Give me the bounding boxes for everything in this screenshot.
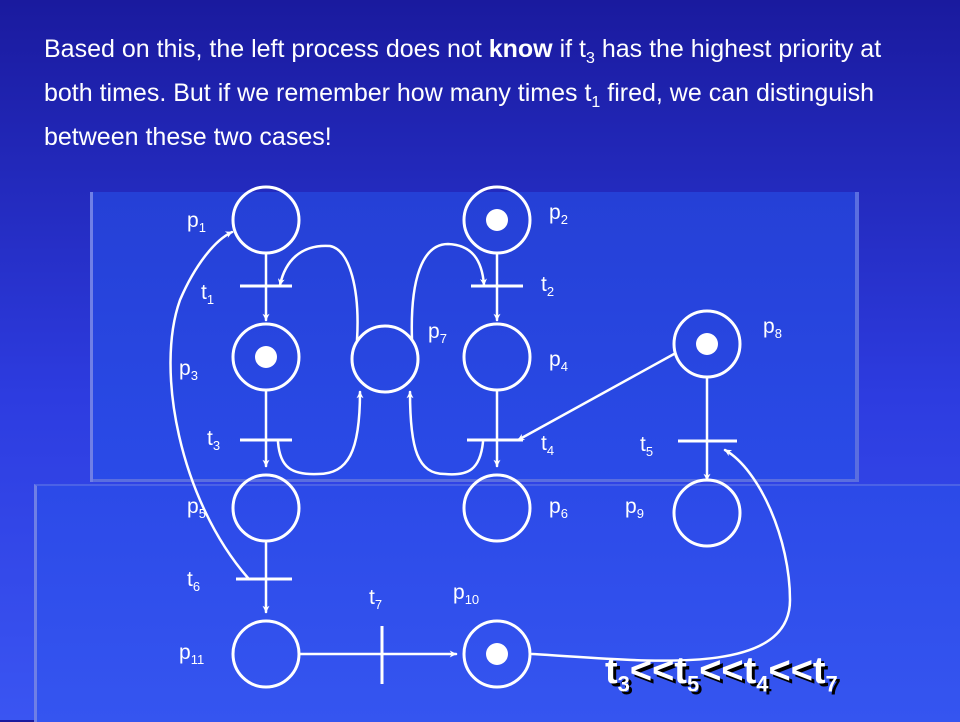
slide-text-part4: fired, we can distinguish between these … [44, 79, 875, 151]
priority-t: t [743, 650, 757, 692]
slide-text-bold: know [488, 35, 553, 63]
priority-op: << [629, 650, 675, 692]
place-p4 [462, 322, 532, 392]
label-p5: p5 [187, 495, 206, 521]
place-p1 [231, 185, 301, 255]
label-p6: p6 [549, 495, 568, 521]
token-p8 [696, 333, 718, 355]
label-t1: t1 [201, 281, 214, 307]
priority-t: t [812, 650, 826, 692]
slide-text: Based on this, the left process does not… [44, 32, 924, 154]
slide-text-sub-1: 1 [591, 94, 601, 111]
priority-sub: 5 [686, 671, 700, 697]
label-p10: p10 [453, 581, 479, 607]
label-p9: p9 [625, 495, 644, 521]
priority-ordering: t3<<t5<<t4<<t7 [605, 650, 838, 698]
label-p1: p1 [187, 209, 206, 235]
label-p7: p7 [428, 320, 447, 346]
priority-t: t [605, 650, 618, 692]
arc-t3-p7 [276, 390, 364, 476]
label-t5: t5 [640, 433, 653, 459]
priority-op: << [699, 650, 744, 692]
arc-p7-t2 [410, 242, 487, 342]
slide-text-part1: Based on this, the left process does not [44, 35, 489, 63]
arc-p10-t5 [530, 448, 792, 662]
label-t7: t7 [369, 586, 382, 612]
priority-op: << [768, 650, 813, 692]
label-t3: t3 [207, 427, 220, 453]
priority-sub: 7 [825, 671, 838, 697]
slide-text-sub-3: 3 [585, 50, 595, 67]
place-p10 [462, 619, 532, 689]
place-p5 [231, 473, 301, 543]
place-p11 [231, 619, 301, 689]
token-p10 [486, 643, 508, 665]
label-p2: p2 [549, 201, 568, 227]
label-p4: p4 [549, 348, 568, 374]
priority-sub: 3 [617, 671, 630, 697]
label-p11: p11 [179, 641, 204, 667]
arc-t4-p7 [406, 390, 485, 476]
slide-text-part2: if t [552, 35, 586, 63]
place-p8 [672, 309, 742, 379]
label-t4: t4 [541, 432, 554, 458]
place-p2 [462, 185, 532, 255]
priority-sub: 4 [756, 671, 769, 697]
arc-p8-t4 [516, 352, 676, 442]
arc-t6-p1 [169, 230, 250, 580]
place-p7 [350, 324, 420, 394]
arc-p7-t1 [277, 244, 359, 342]
label-p3: p3 [179, 357, 198, 383]
place-p3 [231, 322, 301, 392]
slide-text-part3: has the highest priority at both times. … [44, 35, 882, 107]
label-t2: t2 [541, 273, 554, 299]
label-p8: p8 [763, 315, 782, 341]
label-t6: t6 [187, 568, 200, 594]
token-p2 [486, 209, 508, 231]
place-p9 [672, 478, 742, 548]
token-p3 [255, 346, 277, 368]
background-panel-lower [34, 484, 960, 722]
place-p6 [462, 473, 532, 543]
priority-t: t [674, 650, 687, 692]
